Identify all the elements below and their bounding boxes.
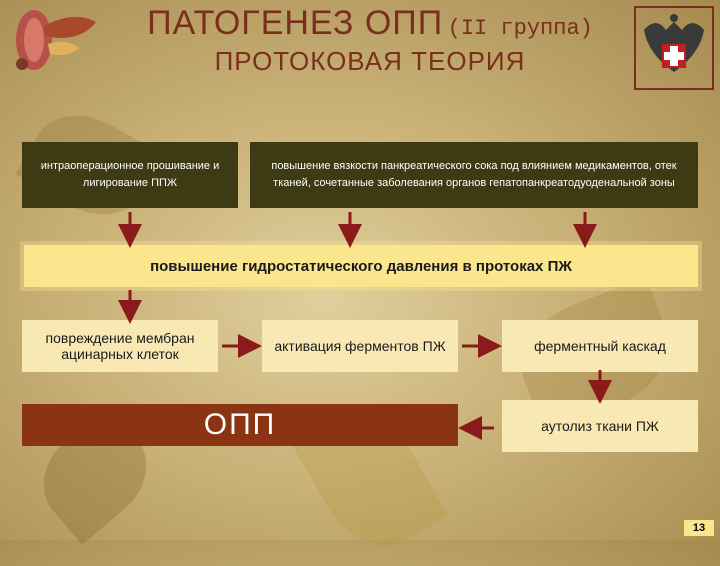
page-title: ПАТОГЕНЕЗ ОПП (II группа) (110, 4, 630, 43)
pancreas-anatomy-icon (4, 4, 104, 76)
page-number: 13 (684, 520, 714, 536)
title-group: (II группа) (447, 16, 593, 41)
enzyme-activation-box: активация ферментов ПЖ (262, 320, 458, 372)
flow-arrows (118, 212, 612, 440)
cause-box-viscosity: повышение вязкости панкреатического сока… (250, 142, 698, 208)
medical-emblem-icon (634, 6, 714, 90)
membrane-damage-box: повреждение мембран ацинарных клеток (22, 320, 218, 372)
cause-box-surgical: интраоперационное прошивание и лигирован… (22, 142, 238, 208)
title-main: ПАТОГЕНЕЗ ОПП (147, 4, 444, 42)
autolysis-box: аутолиз ткани ПЖ (502, 400, 698, 452)
opp-result-box: ОПП (22, 404, 458, 446)
page-subtitle: ПРОТОКОВАЯ ТЕОРИЯ (214, 46, 526, 76)
pressure-increase-banner: повышение гидростатического давления в п… (24, 245, 698, 287)
enzyme-cascade-box: ферментный каскад (502, 320, 698, 372)
